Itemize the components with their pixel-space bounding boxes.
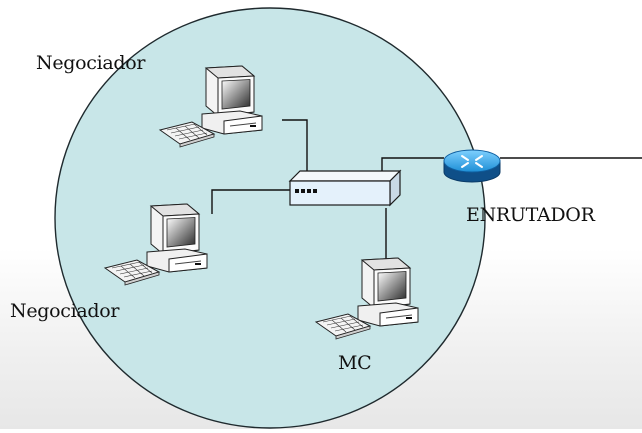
link-hub-router	[381, 157, 444, 173]
router-icon	[443, 149, 501, 183]
label-enrutador: ENRUTADOR	[466, 204, 595, 226]
label-negociador-top: Negociador	[36, 52, 146, 74]
label-mc: MC	[338, 352, 372, 374]
link-pc-top-hub	[282, 119, 308, 172]
switch-icon	[288, 169, 402, 207]
link-pc-left-hub	[211, 189, 290, 214]
connection-lines	[211, 119, 642, 262]
label-negociador-left: Negociador	[10, 300, 120, 322]
